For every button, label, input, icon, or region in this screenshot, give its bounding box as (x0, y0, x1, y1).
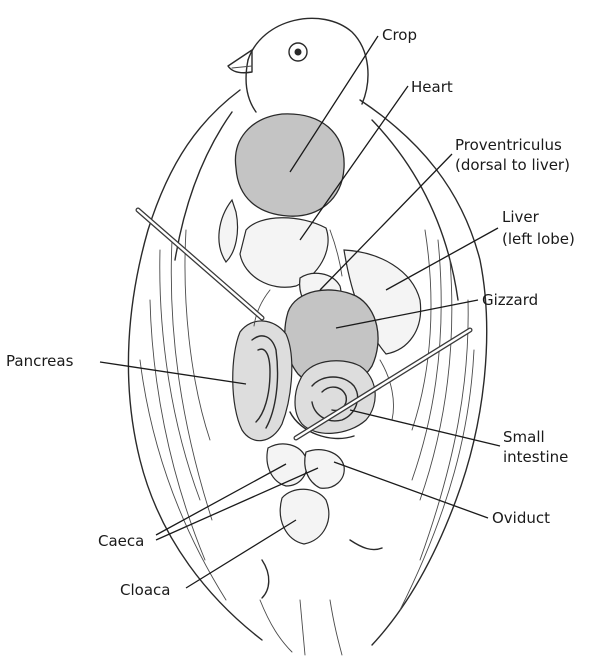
oviduct-leader (334, 462, 488, 518)
label-cloaca: Cloaca (120, 581, 170, 599)
right-foot (350, 540, 382, 550)
small-intestine-leader (350, 410, 500, 446)
label-heart: Heart (411, 78, 453, 96)
label-liver-1: Liver (502, 208, 540, 226)
pancreas-leader (100, 362, 246, 384)
organs (219, 114, 421, 544)
label-gizzard: Gizzard (482, 291, 538, 309)
caeca-organ (267, 444, 307, 486)
oviduct-organ (305, 450, 344, 489)
label-pancreas: Pancreas (6, 352, 74, 370)
cloaca-organ (280, 489, 329, 544)
label-crop: Crop (382, 26, 417, 44)
eye-pupil (295, 49, 302, 56)
label-small-intestine-2: intestine (503, 448, 568, 466)
label-caeca: Caeca (98, 532, 144, 550)
label-proventriculus-1: Proventriculus (455, 136, 562, 154)
left-foot (262, 560, 269, 598)
label-liver-2: (left lobe) (502, 230, 575, 248)
label-oviduct: Oviduct (492, 509, 550, 527)
liver-leader (386, 228, 498, 290)
label-proventriculus-2: (dorsal to liver) (455, 156, 570, 174)
label-small-intestine-1: Small (503, 428, 545, 446)
pancreas-organ (233, 321, 292, 441)
left-lung (219, 200, 238, 262)
